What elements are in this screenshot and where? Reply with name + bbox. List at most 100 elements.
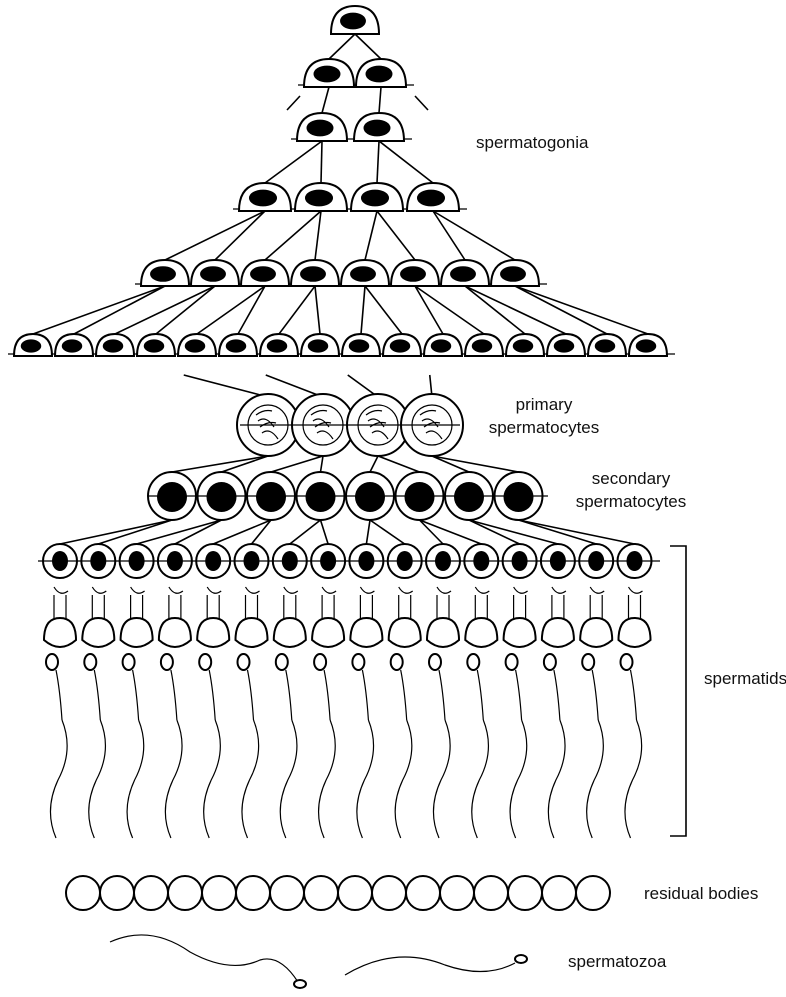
chromosome <box>425 430 443 440</box>
connector-line <box>414 285 444 335</box>
nucleus <box>61 339 83 353</box>
nucleus <box>20 339 42 353</box>
spermatogonium-cell <box>422 332 464 357</box>
residual-body <box>201 875 237 911</box>
spermatogonium-cell <box>176 332 218 357</box>
residual-body <box>439 875 475 911</box>
label-residual-bodies: residual bodies <box>644 884 758 903</box>
connector-line <box>464 285 567 335</box>
connector-line <box>264 140 323 184</box>
residual-body <box>507 875 543 911</box>
chromosome <box>369 421 387 428</box>
connector-line <box>328 33 356 60</box>
connector-line <box>376 210 416 261</box>
flagellum-bud <box>398 586 414 594</box>
nucleus <box>150 266 176 282</box>
nucleus <box>389 339 411 353</box>
label-spermatids: spermatids <box>704 669 786 688</box>
connector-line <box>514 285 649 335</box>
midpiece <box>400 669 408 721</box>
label-secondary-spermatocytes-line1: secondary <box>592 469 671 488</box>
connector-line <box>321 86 330 114</box>
connector-line <box>59 519 173 545</box>
sperm-head <box>293 979 307 989</box>
midpiece <box>208 669 216 721</box>
spermatogonium-cell <box>349 181 405 212</box>
spermatogonium-cell <box>94 332 136 357</box>
flagellum-bud <box>206 586 222 594</box>
midpiece <box>93 669 101 721</box>
spermatogonium-cell <box>135 332 177 357</box>
sperm-head <box>45 653 59 671</box>
residual-body <box>303 875 339 911</box>
midpiece <box>591 669 599 721</box>
cytoplasmic-lobe <box>119 616 154 648</box>
spermatid-column <box>616 543 653 839</box>
nucleus <box>248 189 278 207</box>
connector-line <box>378 140 434 184</box>
connector-line <box>378 86 382 114</box>
connector-line <box>155 285 216 335</box>
sperm-head <box>514 954 528 964</box>
tail <box>279 719 298 839</box>
cytoplasmic-lobe <box>311 616 346 648</box>
midpiece <box>476 669 484 721</box>
connector-line <box>183 374 269 398</box>
spermatid-column <box>463 543 500 839</box>
spermatogonium-cell <box>504 332 546 357</box>
nucleus <box>594 339 616 353</box>
residual-body <box>65 875 101 911</box>
nucleus <box>471 339 493 353</box>
nucleus <box>184 339 206 353</box>
connector-line <box>265 374 324 398</box>
connector-line <box>432 210 466 261</box>
tail <box>164 719 183 839</box>
tail <box>586 719 604 839</box>
nucleus <box>313 65 341 83</box>
connector-line <box>196 285 266 335</box>
spermatogonia-row-6 <box>8 332 675 357</box>
tail <box>509 719 528 839</box>
spermatogonium-cell <box>354 57 408 88</box>
tail <box>109 934 299 983</box>
spermatogonium-cell <box>139 258 191 287</box>
sperm-head <box>274 653 289 671</box>
cytoplasmic-lobe <box>464 616 499 648</box>
nucleus <box>454 482 484 512</box>
spermatogonium-cell <box>463 332 505 357</box>
connector-line <box>518 519 597 545</box>
spermatid-column <box>501 543 538 839</box>
chromosome <box>310 409 328 416</box>
connector-line <box>320 140 323 184</box>
spermatogonium-cell <box>439 258 491 287</box>
spermatogonium-cell <box>627 332 669 357</box>
cytoplasmic-lobe <box>157 616 192 648</box>
cytoplasmic-lobe <box>42 616 78 648</box>
tail <box>624 719 643 839</box>
connector-line <box>237 285 266 335</box>
connector-line <box>136 519 222 545</box>
nucleus <box>400 266 426 282</box>
spermatid-column <box>271 543 308 839</box>
connector-line <box>364 285 403 335</box>
spermatid-column <box>156 543 193 839</box>
spermatogonium-cell <box>237 181 293 212</box>
nucleus <box>250 266 276 282</box>
connector-line <box>414 95 429 111</box>
spermatozoon <box>344 954 528 976</box>
nucleus <box>503 482 534 512</box>
spermatogonium-cell <box>289 258 341 287</box>
spermatogonium-cell <box>489 258 541 287</box>
connector-line <box>98 519 173 545</box>
spermatogonium-cell <box>586 332 628 357</box>
label-primary-spermatocytes-line1: primary <box>516 395 573 414</box>
connector-line <box>164 210 266 261</box>
spermatid-column <box>386 543 423 839</box>
flagellum-bud <box>513 586 528 594</box>
nucleus <box>305 482 336 512</box>
residual-body <box>133 875 169 911</box>
connector-line <box>270 455 324 473</box>
residual-bodies-group <box>65 875 611 911</box>
sperm-head <box>428 653 442 671</box>
connector-line <box>518 519 635 545</box>
